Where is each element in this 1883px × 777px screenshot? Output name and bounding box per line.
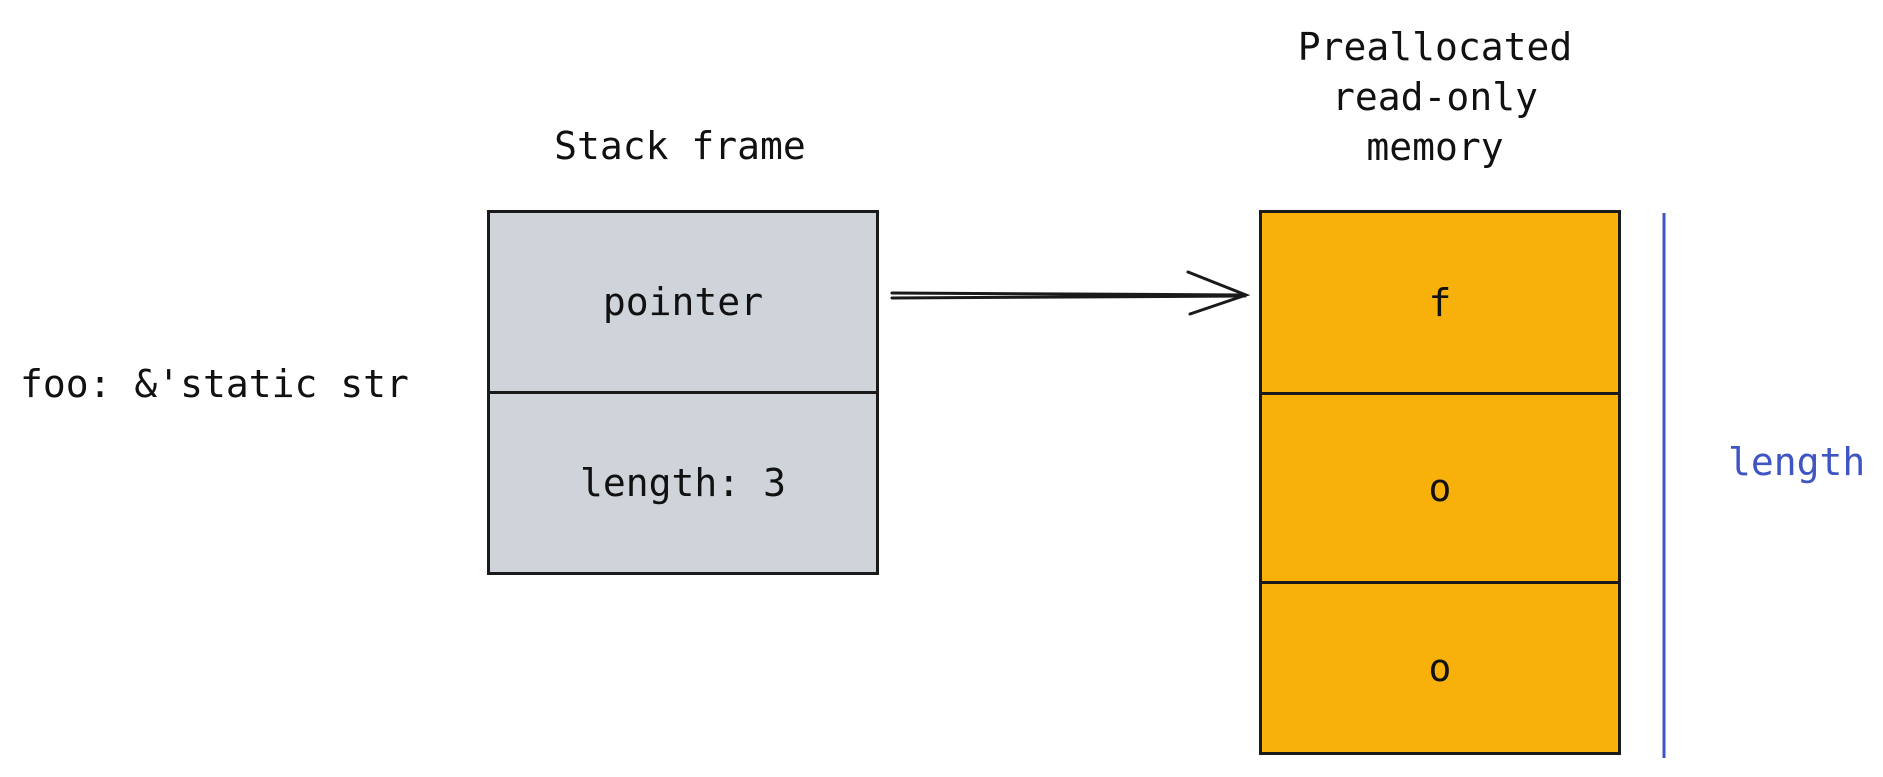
- variable-declaration: foo: &'static str: [20, 362, 409, 406]
- memory-cell: o: [1262, 395, 1618, 584]
- memory-title-line: read-only: [1332, 75, 1538, 119]
- stack-cell-pointer: pointer: [490, 213, 876, 394]
- length-bracket-label: length: [1728, 440, 1866, 484]
- memory-cell: f: [1262, 213, 1618, 395]
- memory-cell: o: [1428, 646, 1452, 690]
- stack-frame-box: pointer length: 3: [487, 210, 879, 575]
- pointer-arrow: [890, 270, 1251, 316]
- stack-frame-title: Stack frame: [554, 124, 806, 168]
- memory-title-line: Preallocated: [1297, 25, 1573, 69]
- memory-title: Preallocated read-only memory: [1235, 22, 1635, 172]
- memory-title-line: memory: [1366, 125, 1504, 169]
- stack-cell-length: length: 3: [580, 461, 786, 505]
- memory-box: f o o: [1259, 210, 1621, 755]
